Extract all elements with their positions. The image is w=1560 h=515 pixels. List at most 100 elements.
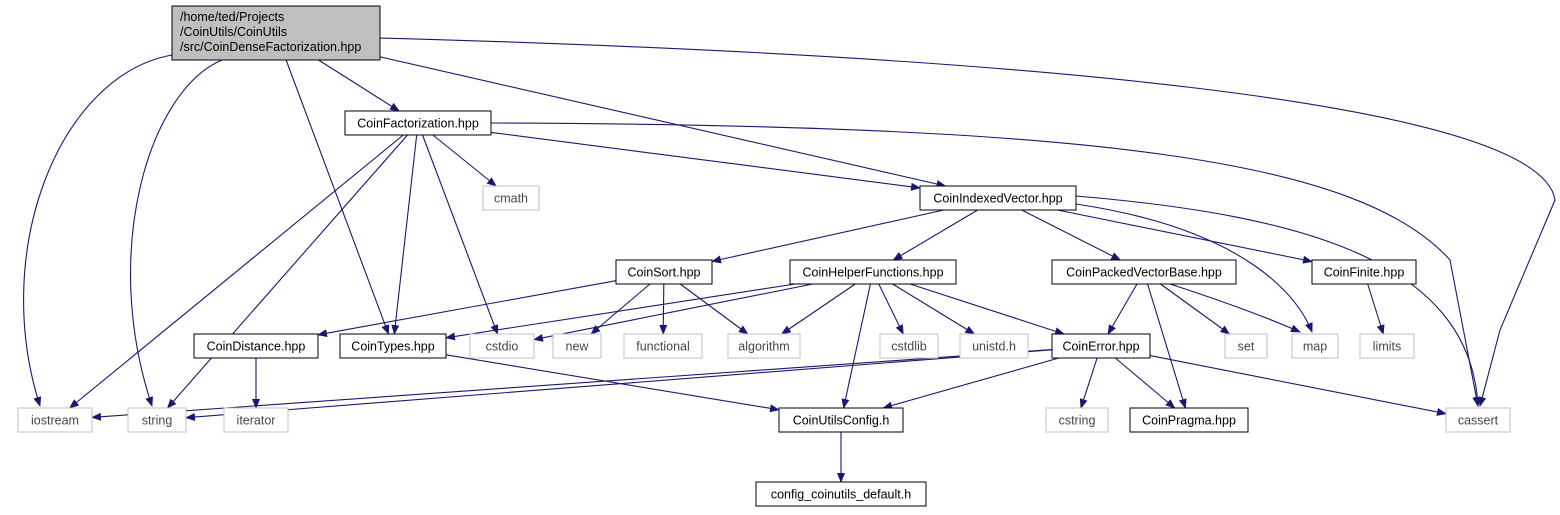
edge-factor-to-cassert — [490, 122, 1481, 407]
node-box-indexed — [919, 185, 1077, 211]
node-box-set — [1224, 333, 1268, 359]
node-label-root-line-2: /src/CoinDenseFactorization.hpp — [180, 40, 361, 54]
node-label-algorithm: algorithm — [738, 340, 789, 354]
node-label-factor: CoinFactorization.hpp — [357, 117, 479, 131]
node-functional: functional — [623, 333, 703, 359]
node-label-root-line-0: /home/ted/Projects — [180, 10, 284, 24]
node-box-factor — [344, 110, 492, 136]
node-unistd: unistd.h — [959, 333, 1029, 359]
node-box-functional — [623, 333, 703, 359]
node-distance[interactable]: CoinDistance.hpp — [193, 333, 319, 359]
edge-finite-to-limits — [1367, 283, 1385, 335]
node-label-configdef: config_coinutils_default.h — [771, 488, 911, 502]
edge-error-to-iostream — [91, 348, 1053, 421]
node-label-cassert: cassert — [1458, 414, 1499, 428]
edge-indexed-to-helper — [892, 209, 978, 261]
node-label-distance: CoinDistance.hpp — [207, 340, 306, 354]
node-label-config: CoinUtilsConfig.h — [793, 414, 890, 428]
node-label-string: string — [142, 414, 173, 428]
node-label-cstdio: cstdio — [486, 340, 519, 354]
node-box-finite — [1311, 259, 1417, 285]
node-factor[interactable]: CoinFactorization.hpp — [344, 110, 492, 136]
node-label-indexed: CoinIndexedVector.hpp — [933, 192, 1062, 206]
node-sort[interactable]: CoinSort.hpp — [615, 259, 713, 285]
edge-root-to-string — [129, 59, 223, 407]
node-box-new — [552, 333, 602, 359]
edge-root-to-cassert — [379, 37, 1556, 407]
edge-indexed-to-finite — [1057, 209, 1313, 264]
node-configdef[interactable]: config_coinutils_default.h — [755, 481, 927, 507]
edge-helper-to-types — [445, 283, 796, 341]
edge-packed-to-error — [1107, 283, 1138, 335]
node-box-cstdlib — [879, 333, 939, 359]
node-label-new: new — [566, 340, 590, 354]
node-error[interactable]: CoinError.hpp — [1051, 333, 1151, 359]
edge-indexed-to-packed — [1021, 209, 1122, 261]
edge-helper-to-cstdlib — [878, 283, 904, 335]
node-helper[interactable]: CoinHelperFunctions.hpp — [789, 259, 957, 285]
node-cstring: cstring — [1045, 407, 1109, 433]
edge-indexed-to-sort — [711, 209, 944, 264]
node-finite[interactable]: CoinFinite.hpp — [1311, 259, 1417, 285]
node-iostream: iostream — [17, 407, 93, 433]
node-label-pragma: CoinPragma.hpp — [1142, 414, 1236, 428]
edge-sort-to-algorithm — [679, 283, 749, 335]
node-label-root-line-1: /CoinUtils/CoinUtils — [180, 25, 287, 39]
node-label-sort: CoinSort.hpp — [628, 266, 701, 280]
edge-factor-to-cmath — [432, 134, 497, 187]
node-box-pragma — [1129, 407, 1249, 433]
node-new: new — [552, 333, 602, 359]
node-box-cassert — [1445, 407, 1511, 433]
nodes-layer: /home/ted/Projects/CoinUtils/CoinUtils/s… — [17, 5, 1511, 507]
node-box-root — [171, 5, 381, 61]
node-algorithm: algorithm — [727, 333, 801, 359]
node-packed[interactable]: CoinPackedVectorBase.hpp — [1051, 259, 1237, 285]
edge-factor-to-cstdio — [421, 134, 499, 335]
edge-error-to-pragma — [1114, 357, 1176, 409]
node-box-limits — [1359, 333, 1415, 359]
node-indexed[interactable]: CoinIndexedVector.hpp — [919, 185, 1077, 211]
node-box-packed — [1051, 259, 1237, 285]
node-box-unistd — [959, 333, 1029, 359]
node-config[interactable]: CoinUtilsConfig.h — [778, 407, 904, 433]
node-box-map — [1291, 333, 1339, 359]
node-pragma[interactable]: CoinPragma.hpp — [1129, 407, 1249, 433]
edge-factor-to-types — [391, 134, 418, 335]
node-label-map: map — [1303, 340, 1327, 354]
node-cstdlib: cstdlib — [879, 333, 939, 359]
node-box-cmath — [482, 185, 540, 211]
node-box-cstring — [1045, 407, 1109, 433]
edge-helper-to-error — [909, 283, 1065, 336]
node-root[interactable]: /home/ted/Projects/CoinUtils/CoinUtils/s… — [171, 5, 381, 61]
node-box-cstdio — [469, 333, 535, 359]
node-label-types: CoinTypes.hpp — [351, 340, 434, 354]
edge-packed-to-set — [1160, 283, 1231, 335]
edge-error-to-cstring — [1079, 357, 1098, 409]
node-label-iostream: iostream — [31, 414, 79, 428]
node-cassert: cassert — [1445, 407, 1511, 433]
edge-error-to-string — [185, 349, 1053, 421]
edge-helper-to-unistd — [892, 283, 976, 335]
node-label-set: set — [1238, 340, 1255, 354]
edge-helper-to-cstdio — [533, 283, 813, 342]
edge-sort-to-distance — [317, 280, 617, 338]
edge-root-to-factor — [318, 59, 400, 112]
node-label-cstdlib: cstdlib — [891, 340, 926, 354]
node-box-helper — [789, 259, 957, 285]
edge-root-to-indexed — [379, 56, 947, 188]
node-types[interactable]: CoinTypes.hpp — [339, 333, 447, 359]
edge-helper-to-algorithm — [780, 283, 856, 335]
edge-factor-to-indexed — [490, 131, 921, 191]
node-label-finite: CoinFinite.hpp — [1324, 266, 1405, 280]
node-box-iostream — [17, 407, 93, 433]
node-cmath: cmath — [482, 185, 540, 211]
node-string: string — [127, 407, 187, 433]
node-label-helper: CoinHelperFunctions.hpp — [802, 266, 943, 280]
edge-sort-to-functional — [659, 283, 668, 335]
node-label-functional: functional — [636, 340, 690, 354]
node-label-unistd: unistd.h — [972, 340, 1016, 354]
edge-indexed-to-map — [1075, 203, 1313, 333]
node-iterator: iterator — [223, 407, 289, 433]
node-limits: limits — [1359, 333, 1415, 359]
